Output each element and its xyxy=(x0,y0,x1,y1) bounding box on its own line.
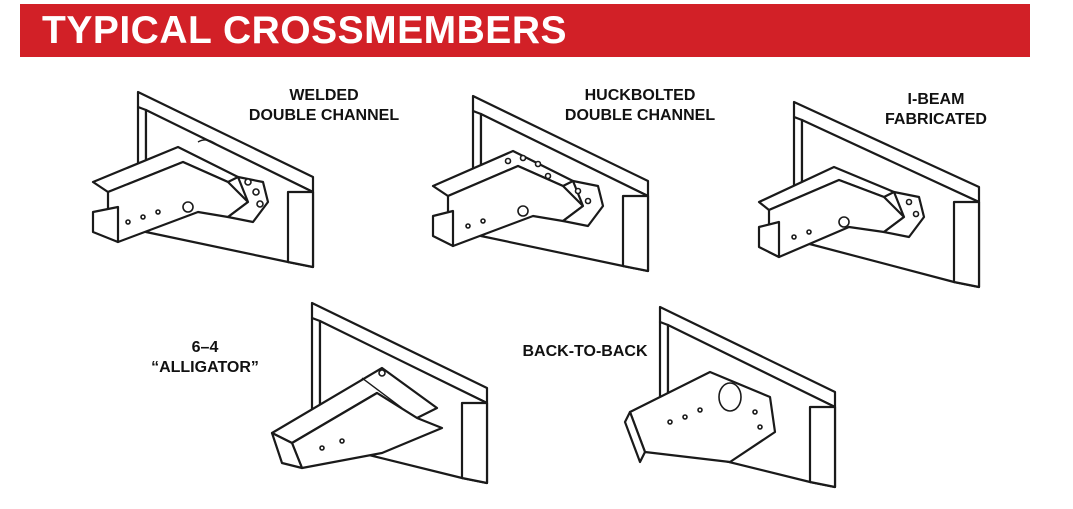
label-line-1: WELDED xyxy=(289,87,359,104)
label-line-1: I-BEAM xyxy=(907,91,965,108)
title-banner: TYPICAL CROSSMEMBERS xyxy=(20,4,1030,57)
label-i-beam-fabricated: I-BEAM FABRICATED xyxy=(868,90,1004,130)
label-line-2: DOUBLE CHANNEL xyxy=(248,107,400,124)
huckbolted-double-channel-drawing xyxy=(428,86,663,276)
welded-double-channel-drawing xyxy=(88,82,323,272)
page-title: TYPICAL CROSSMEMBERS xyxy=(42,9,567,52)
alligator-drawing xyxy=(262,298,502,493)
label-line-2: FABRICATED xyxy=(885,111,987,128)
label-back-to-back: BACK-TO-BACK xyxy=(510,342,660,362)
label-line-1: HUCKBOLTED xyxy=(584,87,696,104)
label-alligator: 6–4 “ALLIGATOR” xyxy=(130,338,280,378)
label-line-2: DOUBLE CHANNEL xyxy=(564,107,716,124)
label-line-2: “ALLIGATOR” xyxy=(151,359,259,376)
i-beam-fabricated-drawing xyxy=(754,92,994,292)
label-welded-double-channel: WELDED DOUBLE CHANNEL xyxy=(236,86,412,126)
label-line-1: BACK-TO-BACK xyxy=(522,343,648,360)
label-line-1: 6–4 xyxy=(191,339,219,356)
label-huckbolted-double-channel: HUCKBOLTED DOUBLE CHANNEL xyxy=(550,86,730,126)
back-to-back-drawing xyxy=(620,302,850,497)
